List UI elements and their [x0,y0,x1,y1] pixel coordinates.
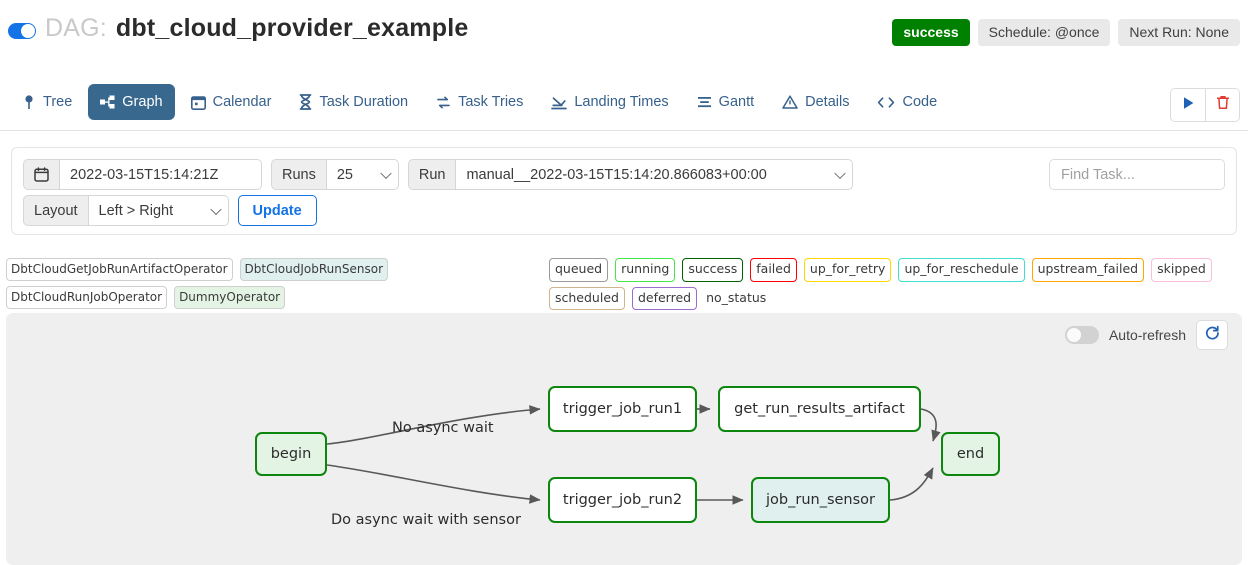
runs-label: Runs [271,159,327,190]
refresh-button[interactable] [1196,320,1228,350]
legend-area: DbtCloudGetJobRunArtifactOperator DbtClo… [0,258,1248,310]
layout-group: Layout Left > Right [23,195,229,226]
tab-code[interactable]: Code [865,84,949,120]
trash-icon [1216,95,1230,115]
delete-dag-button[interactable] [1205,89,1239,121]
layout-select[interactable]: Left > Right [88,195,229,226]
tree-icon [22,94,36,110]
edge-label-do-async-wait: Do async wait with sensor [331,512,521,528]
update-button[interactable]: Update [237,195,317,226]
layout-select-value: Left > Right [98,202,174,219]
filter-row-primary: 2022-03-15T15:14:21Z Runs 25 Run manual_… [23,159,854,190]
graph-canvas[interactable]: Auto-refresh begin trigger_job_run1 get_… [6,313,1242,565]
auto-refresh-label: Auto-refresh [1108,327,1186,343]
tab-gantt[interactable]: Gantt [685,84,766,120]
tab-label: Landing Times [574,94,669,110]
page-header: DAG: dbt_cloud_provider_example success … [0,14,1248,62]
status-legend-item[interactable]: scheduled [549,286,625,310]
filter-row-layout: Layout Left > Right Update [23,195,317,226]
graph-node-end[interactable]: end [941,432,1000,476]
calendar-icon[interactable] [23,159,60,190]
run-group: Run manual__2022-03-15T15:14:20.866083+0… [407,159,854,190]
warning-triangle-icon [782,95,798,109]
refresh-controls: Auto-refresh [1064,320,1228,350]
tab-task-duration[interactable]: Task Duration [287,84,420,120]
landing-icon [551,95,568,110]
view-tabbar: Tree Graph Calendar Task Duration [0,84,1248,131]
operator-legend: DbtCloudGetJobRunArtifactOperator DbtClo… [6,258,536,309]
status-legend-item[interactable]: running [615,258,676,282]
tab-label: Gantt [718,94,755,110]
tab-label: Calendar [212,94,272,110]
gantt-icon [697,95,712,109]
status-legend-item[interactable]: success [682,258,744,282]
dag-name: dbt_cloud_provider_example [115,14,469,42]
trigger-dag-button[interactable] [1171,89,1205,121]
operator-legend-item[interactable]: DummyOperator [174,286,286,309]
execution-date-input[interactable]: 2022-03-15T15:14:21Z [60,159,262,190]
status-legend: queued running success failed up_for_ret… [549,258,1239,310]
dag-title: DAG: dbt_cloud_provider_example [8,14,468,43]
status-legend-item[interactable]: failed [750,258,797,282]
run-select[interactable]: manual__2022-03-15T15:14:20.866083+00:00 [456,159,854,190]
status-legend-item[interactable]: upstream_failed [1031,258,1145,282]
runs-group: Runs 25 [271,159,399,190]
tab-calendar[interactable]: Calendar [179,84,284,120]
date-picker-group: 2022-03-15T15:14:21Z [23,159,262,190]
tab-label: Details [805,94,850,110]
calendar-icon [190,95,206,110]
status-legend-item[interactable]: deferred [631,286,698,310]
dag-label: DAG: [45,14,107,42]
status-legend-item[interactable]: skipped [1151,258,1212,282]
play-icon [1182,96,1195,115]
operator-legend-item[interactable]: DbtCloudGetJobRunArtifactOperator [6,258,233,281]
dag-action-buttons [1170,88,1240,122]
layout-label: Layout [23,195,89,226]
status-legend-item[interactable]: no_status [706,289,767,305]
chevron-down-icon [209,203,222,215]
graph-node-trigger-job-run2[interactable]: trigger_job_run2 [548,477,697,523]
graph-node-get-run-results-artifact[interactable]: get_run_results_artifact [718,386,921,432]
tab-label: Code [902,94,938,110]
next-run-badge: Next Run: None [1118,19,1240,46]
graph-node-begin[interactable]: begin [255,432,327,476]
graph-node-job-run-sensor[interactable]: job_run_sensor [751,477,890,523]
tab-task-tries[interactable]: Task Tries [424,84,535,120]
find-task-input[interactable]: Find Task... [1049,159,1225,190]
refresh-icon [1204,325,1220,346]
run-label: Run [407,159,457,190]
hourglass-icon [299,94,312,110]
status-legend-item[interactable]: up_for_retry [803,258,892,282]
filter-panel: 2022-03-15T15:14:21Z Runs 25 Run manual_… [11,147,1237,235]
tab-tree[interactable]: Tree [10,84,84,120]
header-badges: success Schedule: @once Next Run: None [892,19,1240,46]
tab-landing-times[interactable]: Landing Times [539,84,680,120]
operator-legend-item[interactable]: DbtCloudRunJobOperator [6,286,168,309]
dag-pause-toggle[interactable] [8,23,36,39]
status-legend-item[interactable]: up_for_reschedule [898,258,1025,282]
view-tabs: Tree Graph Calendar Task Duration [10,84,949,120]
chevron-down-icon [380,167,392,179]
tab-graph[interactable]: Graph [88,84,175,120]
runs-select[interactable]: 25 [326,159,399,190]
tab-label: Tree [43,94,73,110]
status-badge: success [892,19,970,46]
auto-refresh-toggle[interactable] [1064,326,1099,344]
chevron-down-icon [834,167,847,179]
operator-legend-item[interactable]: DbtCloudJobRunSensor [239,258,388,281]
code-icon [877,96,895,109]
tab-label: Graph [122,94,163,110]
retry-icon [436,95,451,110]
schedule-badge[interactable]: Schedule: @once [977,19,1111,46]
tab-label: Task Tries [458,94,524,110]
run-select-value: manual__2022-03-15T15:14:20.866083+00:00 [466,166,767,183]
runs-select-value: 25 [336,166,353,183]
graph-node-trigger-job-run1[interactable]: trigger_job_run1 [548,386,697,432]
edge-label-no-async-wait: No async wait [392,420,494,436]
tab-label: Task Duration [319,94,409,110]
graph-icon [100,95,115,109]
status-legend-item[interactable]: queued [549,258,609,282]
tab-details[interactable]: Details [770,84,861,120]
graph-edges [326,404,941,505]
